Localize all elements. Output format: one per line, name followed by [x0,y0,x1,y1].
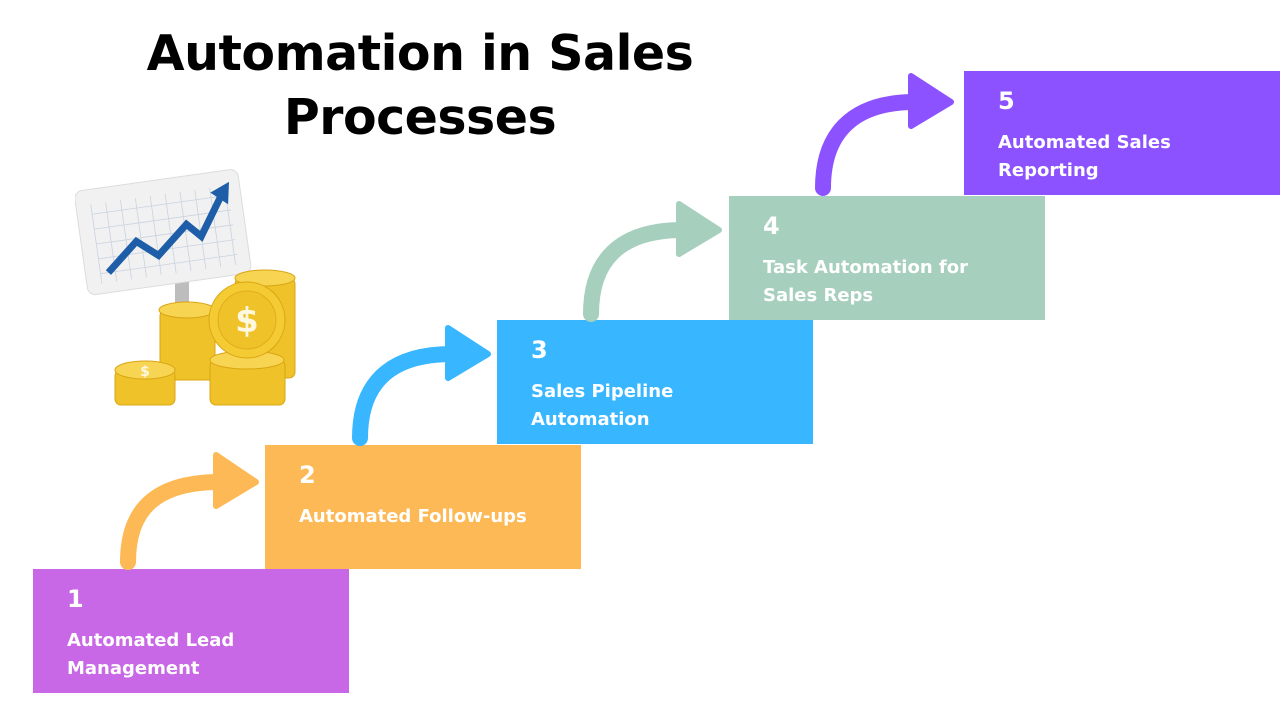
title-line-1: Automation in Sales [146,25,694,82]
svg-text:$: $ [235,301,259,341]
arrow-1-to-2-icon [120,452,259,570]
step-number: 3 [531,336,548,364]
step-2: 2 Automated Follow-ups [265,445,581,569]
svg-text:$: $ [140,364,150,380]
step-label: Automated Follow-ups [299,506,527,527]
chart-coins-icon: $ $ [75,169,296,406]
step-3: 3 Sales Pipeline Automation [497,320,813,444]
step-number: 5 [998,87,1015,115]
step-5: 5 Automated Sales Reporting [964,71,1280,195]
step-label: Task Automation for Sales Reps [763,257,968,306]
chart-board [75,169,252,296]
title-line-2: Processes [283,89,557,146]
step-number: 4 [763,212,780,240]
step-label: Automated Sales Reporting [998,132,1171,181]
step-number: 1 [67,585,84,613]
arrow-3-to-4-icon [583,201,722,322]
step-1: 1 Automated Lead Management [33,569,349,693]
step-number: 2 [299,461,316,489]
arrow-4-to-5-icon [815,73,954,196]
step-4: 4 Task Automation for Sales Reps [729,196,1045,320]
step-label: Automated Lead Management [67,630,235,679]
page-title: Automation in Sales Processes [110,22,730,150]
step-label: Sales Pipeline Automation [531,381,674,430]
arrow-2-to-3-icon [352,325,491,446]
coin-stacks: $ $ [114,269,296,406]
